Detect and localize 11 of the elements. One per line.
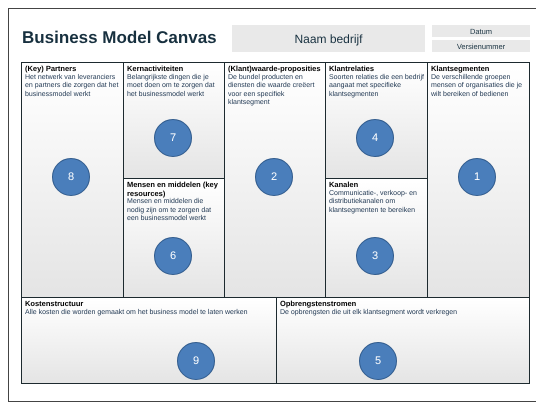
number-circle: 4 (356, 119, 394, 157)
number-circle: 6 (154, 237, 192, 275)
number-circle: 9 (177, 342, 215, 380)
number-circle: 1 (458, 158, 496, 196)
number-circle: 8 (52, 158, 90, 196)
number-circle: 7 (154, 119, 192, 157)
header-field: Naam bedrijf (232, 25, 425, 52)
number-circle: 3 (356, 237, 394, 275)
number-circle: 2 (255, 158, 293, 196)
number-circle: 5 (359, 342, 397, 380)
title: Business Model Canvas (22, 28, 217, 48)
